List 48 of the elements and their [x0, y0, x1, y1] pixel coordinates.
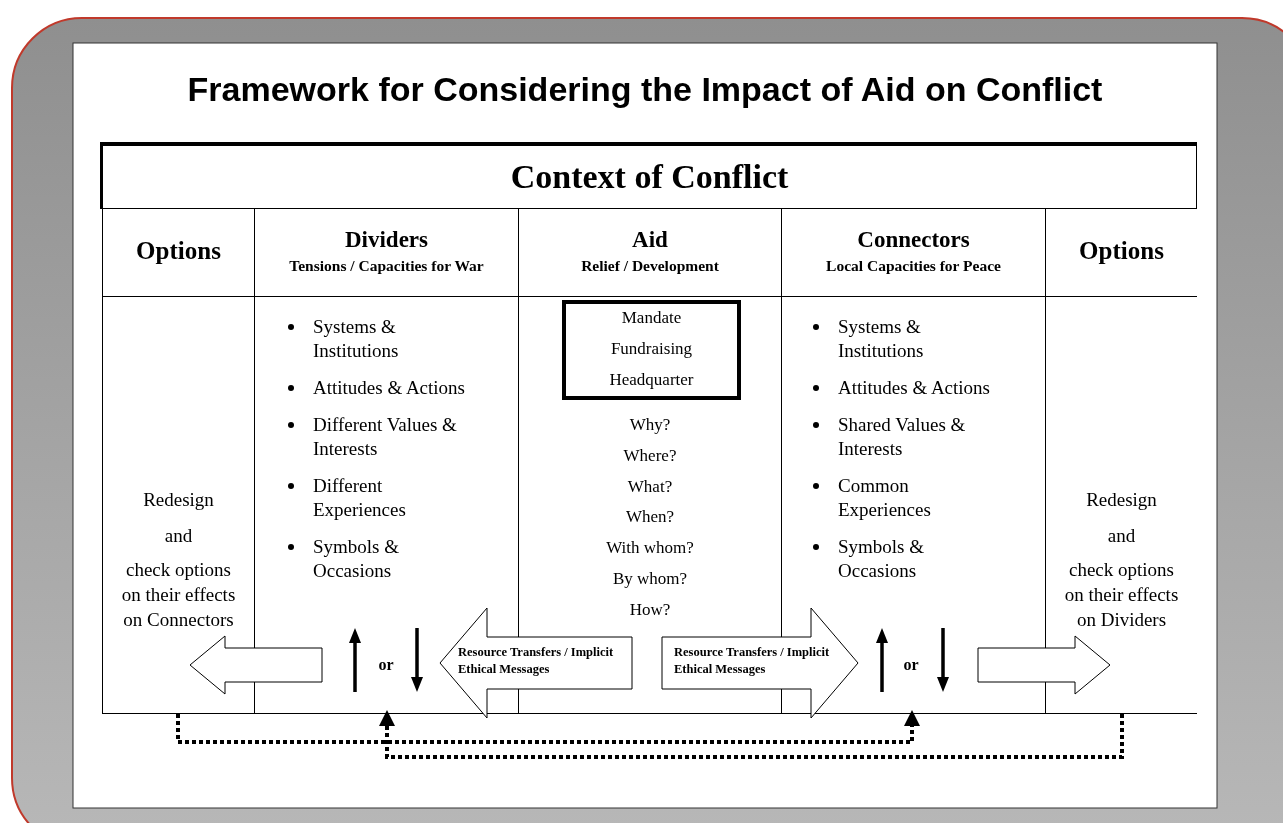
- question-text: What?: [626, 476, 674, 497]
- header-band: [100, 142, 1197, 209]
- list-item: Different Values & Interests: [313, 414, 457, 459]
- question-text: Where?: [622, 445, 678, 466]
- column-subheading: Tensions / Capacities for War: [288, 257, 485, 275]
- question-text: By whom?: [611, 569, 689, 589]
- box-text: Headquarter: [608, 370, 695, 390]
- framed-box: [562, 300, 741, 400]
- hollow-arrow: [977, 635, 1111, 695]
- connector-word: or: [902, 656, 920, 674]
- column-heading: Options: [1078, 237, 1165, 265]
- list-item: Symbols & Occasions: [838, 536, 925, 581]
- list-item: Systems & Institutions: [313, 316, 399, 361]
- list-item: Attitudes & Actions: [838, 377, 990, 398]
- feedback-arrow: [176, 710, 920, 744]
- column-heading: Dividers: [343, 227, 430, 253]
- list-item: Shared Values & Interests: [838, 414, 966, 459]
- band-heading: Context of Conflict: [509, 158, 790, 196]
- question-text: With whom?: [605, 538, 695, 559]
- list-item: Attitudes & Actions: [313, 377, 465, 398]
- question-text: How?: [628, 599, 672, 620]
- column-heading: Connectors: [856, 227, 971, 253]
- arrow-label: Resource Transfers / Implicit Ethical Messages: [674, 644, 831, 678]
- box-text: Fundraising: [609, 339, 694, 359]
- block-arrow: [439, 607, 633, 719]
- cell-text: check options on their effects on Dividers: [1063, 558, 1180, 632]
- question-text: When?: [624, 507, 676, 528]
- column-subheading: Local Capacities for Peace: [825, 257, 1002, 275]
- feedback-arrow: [379, 710, 1124, 759]
- column-subheading: Relief / Development: [580, 257, 720, 275]
- cell-text: Redesign: [1085, 488, 1158, 512]
- question-text: Why?: [628, 415, 672, 435]
- list-item: Common Experiences: [838, 475, 931, 520]
- cell-text: and: [1106, 524, 1137, 548]
- list-item: Symbols & Occasions: [313, 536, 400, 581]
- block-arrow: [661, 607, 859, 719]
- hollow-arrow: [189, 635, 323, 695]
- box-text: Mandate: [620, 308, 683, 328]
- list-item: Different Experiences: [313, 475, 406, 520]
- column-heading: Aid: [631, 227, 669, 253]
- cell-text: and: [163, 524, 194, 548]
- cell-text: Redesign: [142, 488, 215, 512]
- diagram-title: Framework for Considering the Impact of Aid on Conflict: [186, 70, 1104, 109]
- cell-text: check options on their effects on Connectors: [120, 558, 237, 632]
- list-item: Systems & Institutions: [838, 316, 924, 361]
- arrow-label: Resource Transfers / Implicit Ethical Messages: [458, 644, 615, 678]
- connector-word: or: [377, 656, 395, 674]
- column-heading: Options: [135, 237, 222, 265]
